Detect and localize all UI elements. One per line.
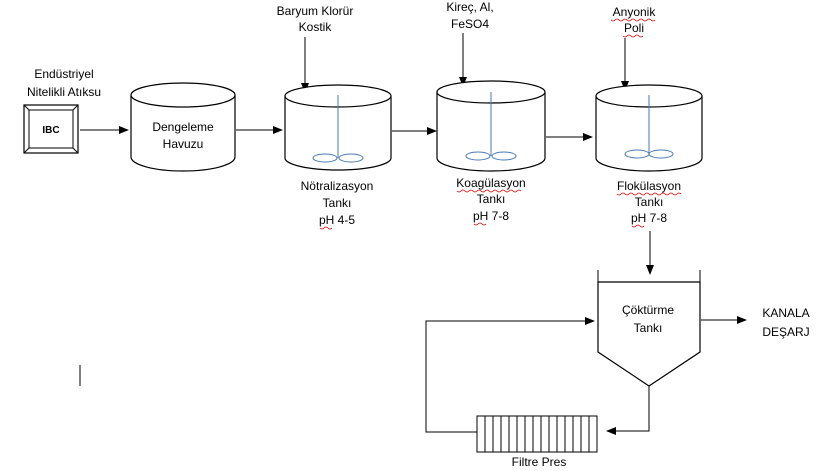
- filtre-label: Filtre Pres: [512, 455, 567, 469]
- notralizasyon-name: Nötralizasyon: [301, 179, 374, 193]
- mixer-icon: [624, 95, 674, 159]
- koagulasyon-word: Tankı: [477, 192, 506, 206]
- mixer-icon: [465, 92, 517, 161]
- koagulasyon-chem-line1: Kireç, Al,: [446, 0, 493, 14]
- notralizasyon-chem-line1: Baryum Klorür: [277, 4, 354, 18]
- koagulasyon-tank: Kireç, Al, FeSO4 Koagülasyon Tankı pH 7-…: [436, 0, 546, 226]
- koagulasyon-name: Koagülasyon: [456, 176, 525, 190]
- source-label-line2: Nitelikli Atıksu: [27, 85, 101, 99]
- flokulasyon-word: Tankı: [635, 195, 664, 209]
- flokulasyon-chem-line2: Poli: [624, 21, 644, 35]
- arrow-cokturme-to-filtre: [606, 386, 650, 435]
- cokturme-line1: Çöktürme: [622, 303, 674, 317]
- ibc-label: IBC: [42, 125, 59, 136]
- flokulasyon-tank: Anyonik Poli Flokülasyon Tankı pH 7-8: [595, 5, 703, 228]
- notralizasyon-word: Tankı: [323, 196, 352, 210]
- ibc-box: IBC: [23, 104, 79, 154]
- discharge-node: KANALA DEŞARJ: [762, 306, 809, 339]
- notralizasyon-tank: Baryum Klorür Kostik Nötralizasyon Tankı…: [277, 4, 392, 230]
- mixer-icon: [312, 95, 364, 163]
- source-node: Endüstriyel Nitelikli Atıksu IBC: [23, 67, 101, 154]
- discharge-line2: DEŞARJ: [762, 325, 809, 339]
- koagulasyon-ph: pH 7-8: [473, 209, 509, 223]
- flokulasyon-name: Flokülasyon: [617, 179, 681, 193]
- arrow-filtre-return: [425, 317, 595, 433]
- koagulasyon-chem-line2: FeSO4: [451, 17, 489, 31]
- flokulasyon-ph: pH 7-8: [631, 211, 667, 225]
- cokturme-line2: Tankı: [634, 321, 663, 335]
- cokturme-tank: Çöktürme Tankı: [597, 270, 701, 387]
- filtre-pres: Filtre Pres: [476, 415, 598, 469]
- flokulasyon-chem-line1: Anyonik: [613, 5, 657, 19]
- source-label-line1: Endüstriyel: [34, 67, 93, 81]
- dengeleme-tank: Dengeleme Havuzu: [130, 82, 236, 172]
- notralizasyon-chem-line2: Kostik: [299, 20, 333, 34]
- dengeleme-line2: Havuzu: [163, 137, 204, 151]
- discharge-line1: KANALA: [762, 306, 809, 320]
- dengeleme-line1: Dengeleme: [152, 120, 214, 134]
- notralizasyon-ph: pH 4-5: [319, 213, 355, 227]
